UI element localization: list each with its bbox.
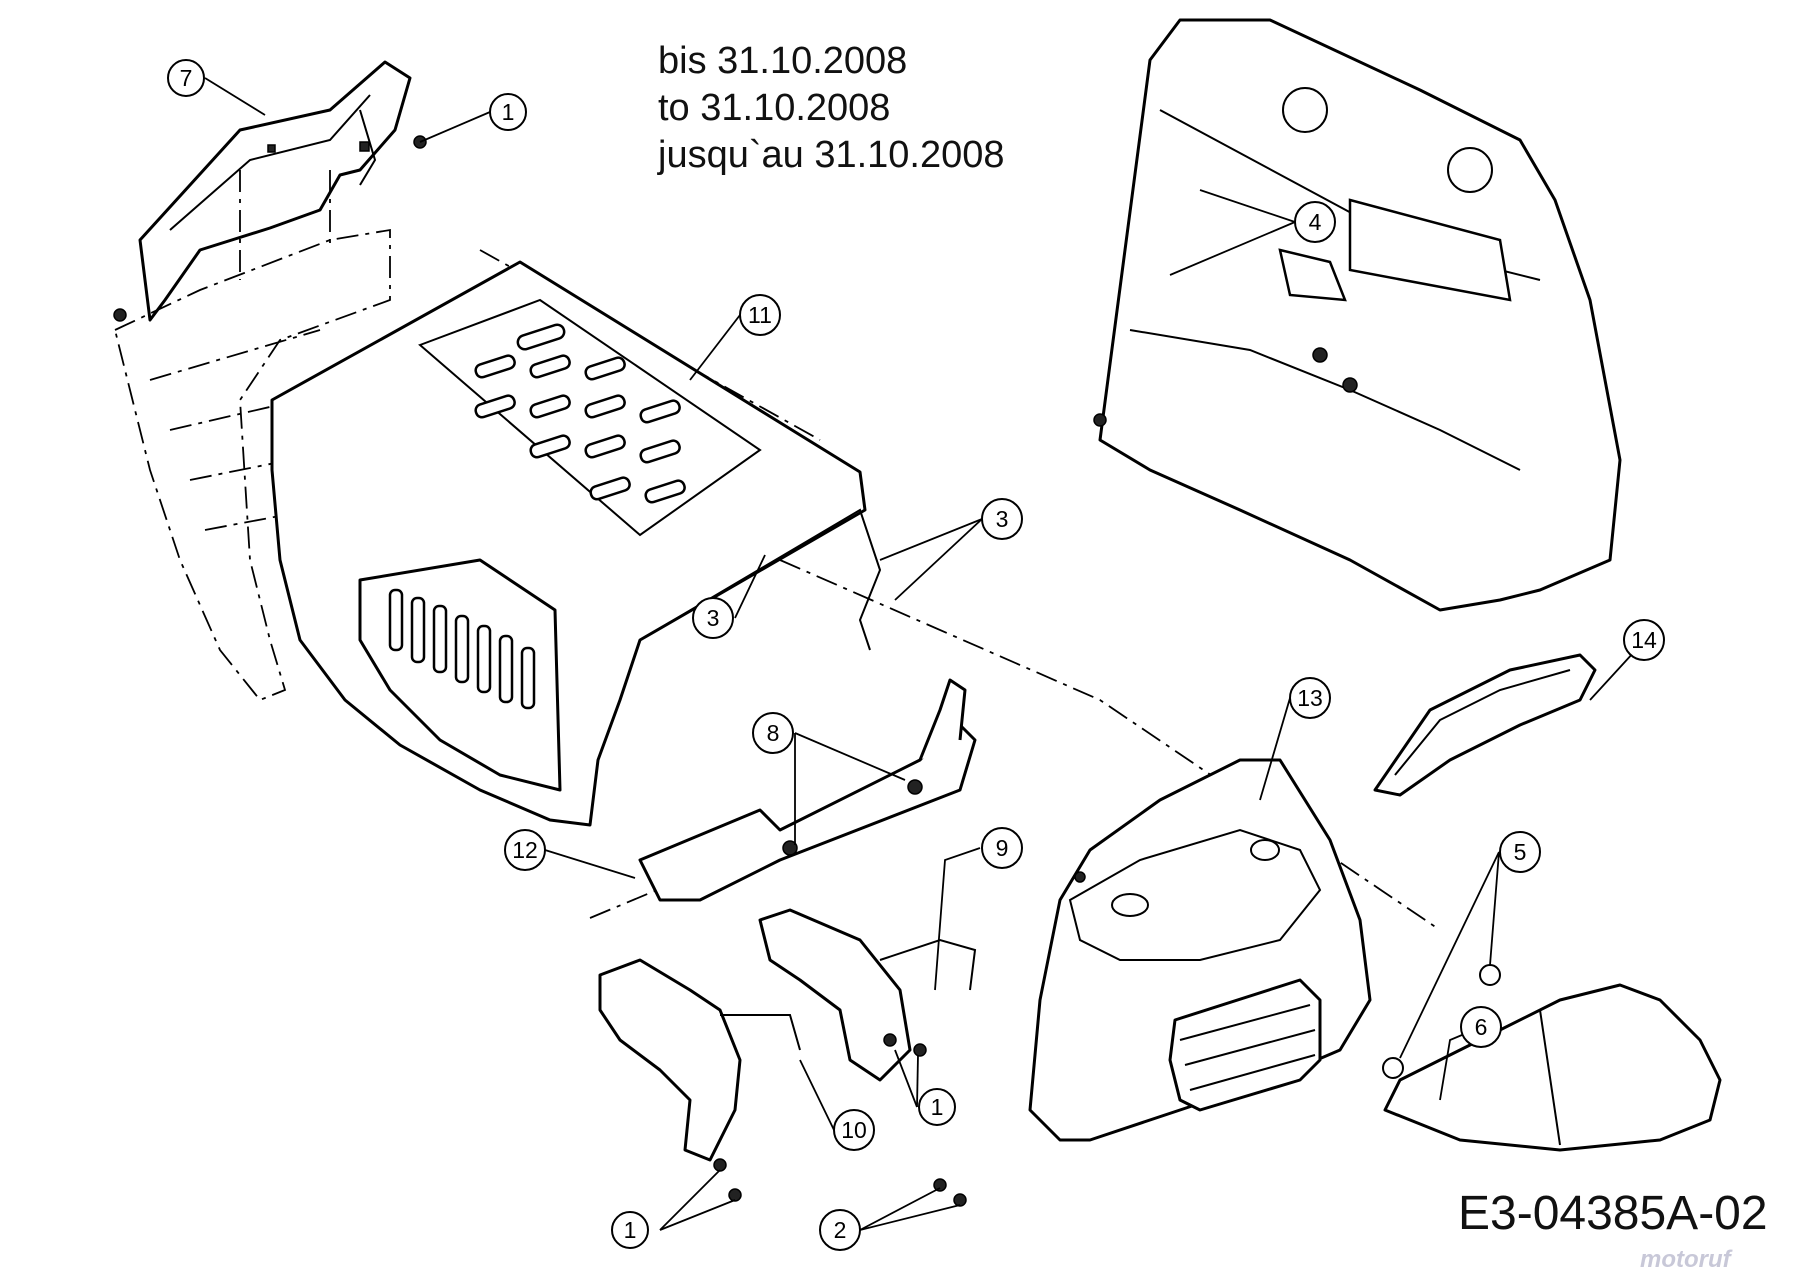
drawing-number: E3-04385A-02 [1458, 1187, 1768, 1240]
callout-6-label: 6 [1475, 1014, 1488, 1040]
callout-7: 7 [167, 59, 205, 97]
callout-12-label: 12 [512, 837, 538, 863]
callout-1-top: 1 [489, 93, 527, 131]
callout-10-label: 10 [841, 1117, 867, 1143]
part-6-lamp [1383, 983, 1722, 1152]
rear-dash-panel [113, 170, 391, 702]
callout-7-label: 7 [180, 65, 193, 91]
callout-14-label: 14 [1631, 627, 1657, 653]
part-11-vent-grid [388, 323, 686, 710]
callout-9: 9 [981, 827, 1023, 869]
leader-lines [204, 77, 1646, 1231]
callout-5-label: 5 [1514, 839, 1527, 865]
part-14-lens [1373, 653, 1597, 797]
callout-2-label: 2 [834, 1217, 847, 1243]
callout-3-right: 3 [981, 498, 1023, 540]
part-12-bracket [638, 678, 977, 902]
callout-5: 5 [1499, 831, 1541, 873]
callout-14: 14 [1623, 619, 1665, 661]
callout-4-label: 4 [1309, 209, 1322, 235]
callout-2: 2 [819, 1209, 861, 1251]
callout-9-label: 9 [996, 835, 1009, 861]
callout-11: 11 [739, 294, 781, 336]
assembly-axis-right [779, 559, 1441, 931]
callout-3-left: 3 [692, 597, 734, 639]
validity-line-fr: jusqu`au 31.10.2008 [658, 134, 1005, 176]
callout-1-bottom: 1 [611, 1211, 649, 1249]
callout-12: 12 [504, 829, 546, 871]
callout-1-mid: 1 [918, 1088, 956, 1126]
callout-4: 4 [1294, 201, 1336, 243]
validity-line-en: to 31.10.2008 [658, 87, 891, 129]
callout-3-left-label: 3 [707, 605, 720, 631]
callout-1-bottom-label: 1 [624, 1217, 637, 1243]
callout-6: 6 [1460, 1006, 1502, 1048]
validity-line-de: bis 31.10.2008 [658, 40, 908, 82]
assembly-axis-upper [479, 249, 821, 441]
callout-3-right-label: 3 [996, 506, 1009, 532]
callout-10: 10 [833, 1109, 875, 1151]
callout-1-mid-label: 1 [931, 1094, 944, 1120]
part-9-10-brackets [598, 908, 977, 1202]
part-7-side-panel [138, 60, 412, 322]
rear-shroud-upper-right [1093, 18, 1622, 612]
callout-11-label: 11 [748, 302, 772, 328]
callout-8: 8 [752, 712, 794, 754]
callout-8-label: 8 [767, 720, 780, 746]
validity-note: bis 31.10.2008 to 31.10.2008 jusqu`au 31… [658, 38, 1005, 179]
callout-13-label: 13 [1297, 685, 1323, 711]
callout-13: 13 [1289, 677, 1331, 719]
watermark-logo: motoruf [1640, 1246, 1731, 1273]
callout-1-top-label: 1 [502, 99, 515, 125]
part-13-front-housing [1028, 758, 1372, 1142]
